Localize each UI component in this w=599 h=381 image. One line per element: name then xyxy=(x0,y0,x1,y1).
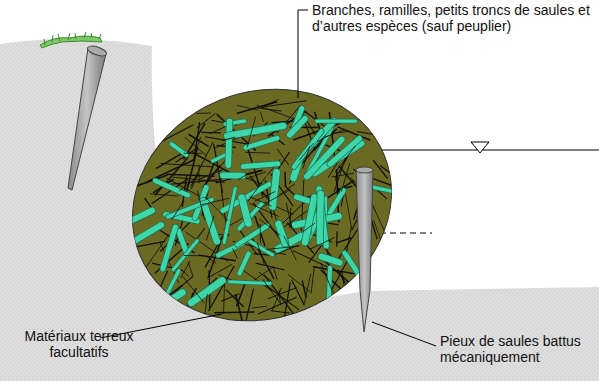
water-level-symbol xyxy=(471,142,489,153)
branches xyxy=(112,100,413,335)
callout-label: Matériaux terreux facultatifs xyxy=(4,328,154,360)
stake xyxy=(356,170,373,332)
earth-bundle xyxy=(97,51,426,359)
callout-label: Branches, ramilles, petits troncs de sau… xyxy=(312,2,596,34)
stake-head xyxy=(86,44,107,58)
stake xyxy=(68,48,106,190)
callout-label: Pieux de saules battus mécaniquement xyxy=(440,333,595,365)
grass-blades xyxy=(44,32,101,45)
ground xyxy=(0,39,599,381)
leader-line xyxy=(298,10,308,98)
stake-head xyxy=(356,167,373,173)
leader-line xyxy=(372,322,436,346)
